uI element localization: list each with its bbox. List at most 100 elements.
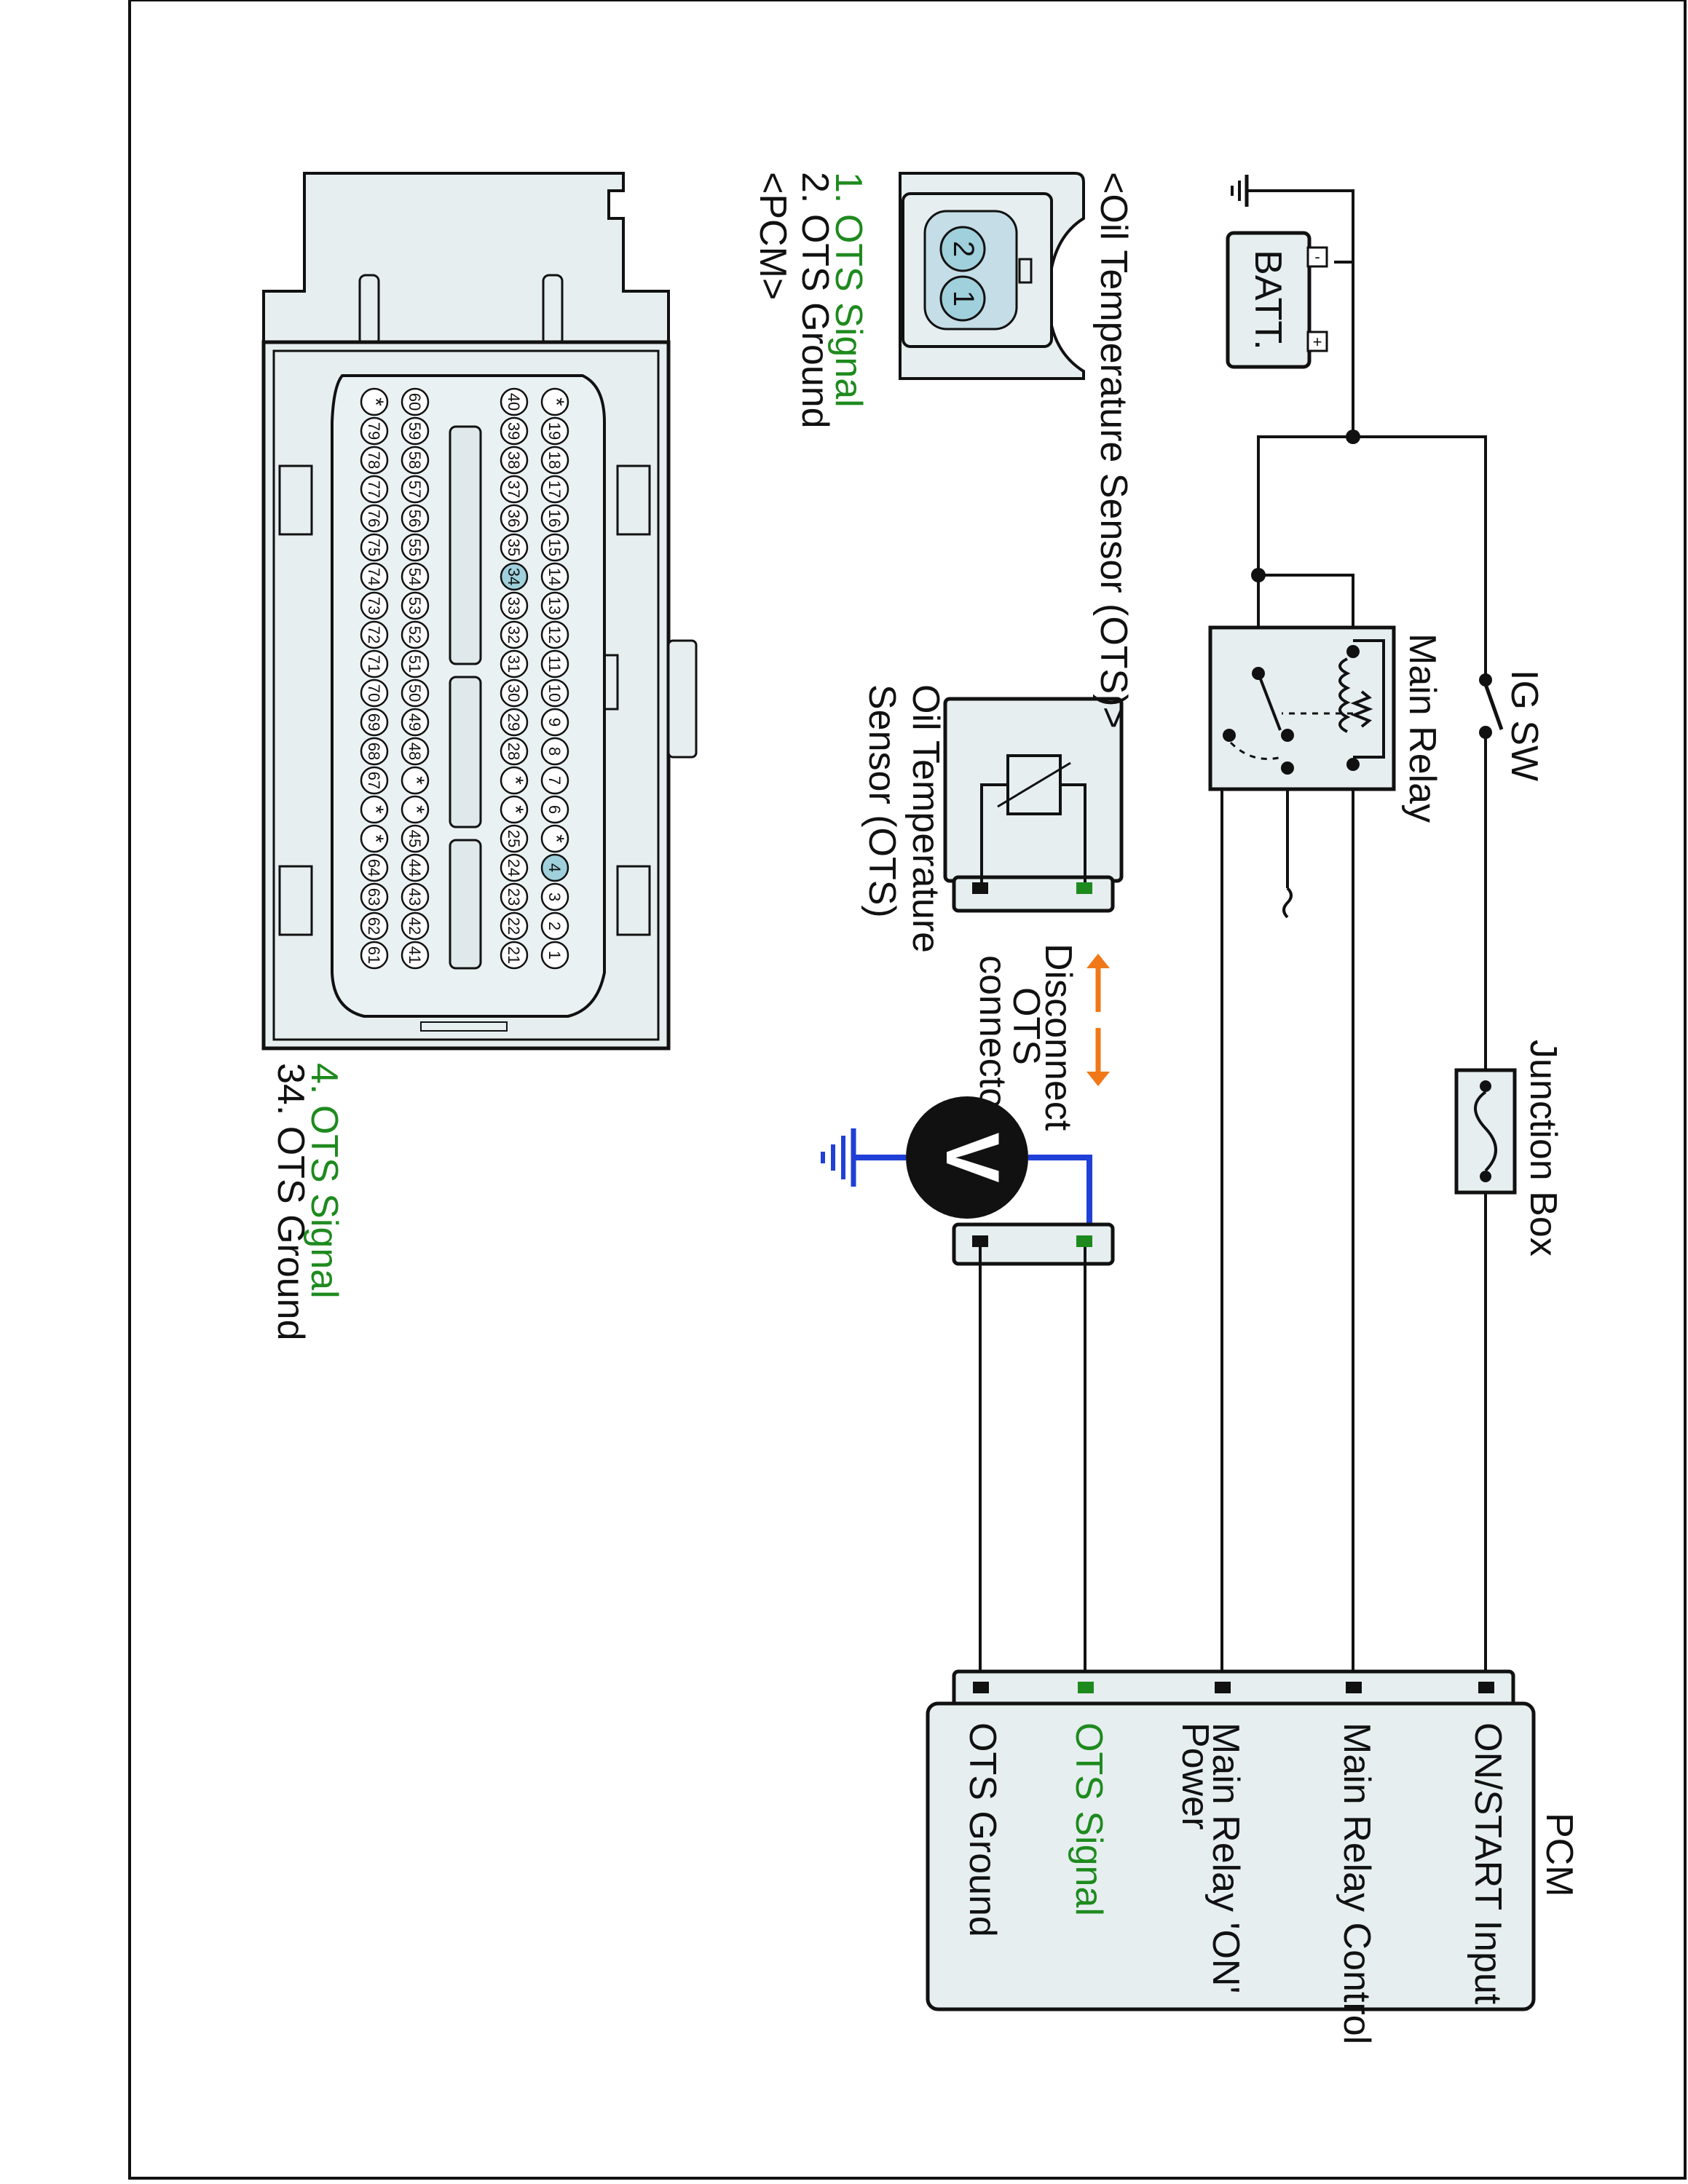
- pcm-box-title: PCM: [1538, 1813, 1580, 1897]
- ots-sensor-label-line1: Oil Temperature: [904, 684, 947, 953]
- pcm-pin-number: 38: [505, 451, 523, 469]
- disconnect-text-line2: OTS: [1005, 987, 1047, 1065]
- page-frame: [128, 0, 1687, 2180]
- pcm-pin-number: 50: [406, 684, 424, 702]
- pcm-pin-number: 16: [545, 510, 564, 527]
- pcm-pin-number: 51: [406, 655, 424, 673]
- voltmeter-symbol: V: [930, 1132, 1014, 1182]
- wire-junction-dot: [1251, 568, 1266, 582]
- pcm-pin-circle: [360, 824, 389, 853]
- pcm-pin-number: 61: [365, 946, 383, 964]
- pcm-pin-main-relay-on-power: Main Relay 'ON': [1204, 1722, 1247, 1993]
- pcm-pin-number: 74: [365, 568, 383, 585]
- disconnect-text-line1: Disconnect: [1037, 943, 1079, 1131]
- pcm-pin-circle: [500, 766, 529, 795]
- pcm-pin-number: 7: [545, 776, 564, 785]
- pcm-pin-circle: [540, 766, 569, 795]
- pcm-pin-circle: [360, 882, 389, 911]
- pcm-pin-number: 33: [505, 597, 523, 614]
- pcm-pin-circle: [540, 941, 569, 970]
- pcm-pin-circle: [500, 475, 529, 504]
- pcm-pin-circle: [540, 533, 569, 562]
- ots-connector-pin-1: 1: [947, 290, 979, 306]
- pcm-pin-circle: [360, 446, 389, 475]
- pcm-pin-number: 76: [365, 510, 383, 527]
- pcm-pin-number: 2: [545, 922, 564, 930]
- ots-connector-pin-2: 2: [947, 241, 979, 257]
- pcm-pin-number: 35: [505, 539, 523, 556]
- pcm-box: PCM ON/START Input Main Relay Control Ma…: [926, 1669, 1580, 2044]
- pcm-pin-circle: [540, 591, 569, 620]
- pcm-connector-title: <PCM>: [752, 172, 794, 300]
- pcm-pin-number: 77: [365, 480, 383, 498]
- pcm-pin-number: 31: [505, 655, 523, 673]
- pcm-pin-circle: [360, 620, 389, 649]
- battery-label: BATT.: [1247, 250, 1289, 350]
- pcm-pin-number: 24: [505, 859, 523, 877]
- pcm-pin-circle: [360, 708, 389, 737]
- pcm-pin-number: 23: [505, 888, 523, 906]
- ots-connector-legend-ground: 2. OTS Ground: [794, 172, 836, 429]
- pcm-pin-number: 39: [505, 422, 523, 440]
- pcm-pin-ots-signal: OTS Signal: [1068, 1722, 1110, 1916]
- pcm-pin-number: 32: [505, 626, 523, 644]
- pcm-pin-number: *: [544, 834, 568, 843]
- pcm-pin-circle: [540, 824, 569, 853]
- pcm-pin-number: 62: [365, 917, 383, 935]
- pcm-pin-circle: [540, 678, 569, 708]
- wire-junction-dot: [1346, 430, 1360, 444]
- pcm-pin-circle: [500, 737, 529, 766]
- pcm-pin-number: 57: [406, 480, 424, 498]
- pcm-pin-circle: [500, 533, 529, 562]
- pcm-pin-circle: [401, 620, 430, 649]
- pcm-pin-circle: [360, 649, 389, 678]
- voltmeter: V: [821, 1096, 1092, 1239]
- battery-negative-terminal: -: [1314, 248, 1320, 266]
- pcm-pin-circle: [401, 416, 430, 446]
- pcm-pin-circle: [540, 708, 569, 737]
- pcm-pin-main-relay-control: Main Relay Control: [1336, 1722, 1378, 2044]
- pcm-pin-circle: [360, 911, 389, 941]
- pcm-pin-number: 60: [406, 393, 424, 411]
- pcm-pin-number: 43: [406, 888, 424, 906]
- pcm-pin-circle: [401, 533, 430, 562]
- pcm-pin-circle: [540, 795, 569, 824]
- pcm-pin-number: 69: [365, 713, 383, 731]
- pcm-pin-circle: [540, 416, 569, 446]
- ots-connector-title: <Oil Temperature Sensor (OTS)>: [1092, 172, 1135, 729]
- pcm-pin-number: 79: [365, 422, 383, 440]
- pcm-pin-circle: [401, 882, 430, 911]
- pcm-pin-number: 36: [505, 510, 523, 527]
- pcm-pin-number: 45: [406, 830, 424, 847]
- pcm-pin-circle: [500, 446, 529, 475]
- pcm-pin-number: 3: [545, 893, 564, 901]
- pcm-pin-number: 25: [505, 830, 523, 847]
- pcm-pin-circle: [401, 678, 430, 708]
- pcm-pin-circle: [540, 882, 569, 911]
- pcm-pin-circle: [360, 504, 389, 533]
- pcm-connector-drawing: <PCM> *191817161514131211109876*43214039…: [261, 172, 794, 1341]
- junction-box-label: Junction Box: [1522, 1040, 1564, 1257]
- pcm-pin-number: 44: [406, 859, 424, 877]
- pcm-pin-number: 40: [505, 393, 523, 411]
- main-relay: Main Relay: [1208, 625, 1443, 823]
- pcm-pin-circle: [401, 824, 430, 853]
- pcm-pin-number: 28: [505, 743, 523, 760]
- pcm-pin-circle: [401, 475, 430, 504]
- pcm-pin-number: 4: [545, 863, 564, 872]
- pcm-pin-circle: [401, 446, 430, 475]
- pcm-pin-number: 54: [406, 568, 424, 585]
- pcm-pin-number: *: [503, 776, 527, 785]
- pcm-pin-number: 64: [365, 859, 383, 877]
- pcm-pin-number: 78: [365, 451, 383, 469]
- pcm-pin-number: 34: [505, 568, 523, 585]
- pcm-connector-legend-signal: 4. OTS Signal: [303, 1063, 345, 1299]
- pcm-pin-circle: [360, 416, 389, 446]
- pcm-pin-circle: [500, 911, 529, 941]
- junction-box: Junction Box: [1454, 1040, 1564, 1257]
- pcm-pin-circle: [540, 387, 569, 416]
- pcm-pin-circle: [401, 708, 430, 737]
- pcm-pin-number: 58: [406, 451, 424, 469]
- pcm-pin-number: 10: [545, 684, 564, 702]
